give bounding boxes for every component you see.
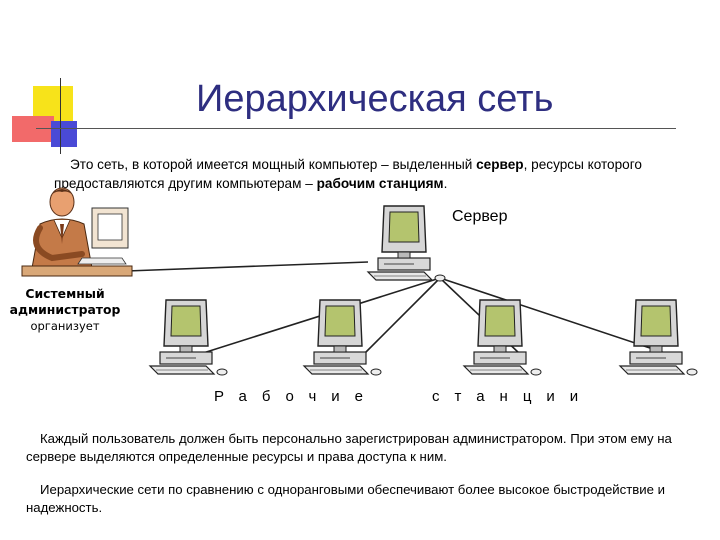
server-label: Сервер	[452, 208, 508, 225]
title-divider	[36, 128, 676, 129]
server-computer-icon	[367, 205, 446, 282]
admin-label: Системный администратор организует	[0, 286, 130, 334]
intro-part3: .	[443, 176, 448, 191]
paragraph-registration-text: Каждый пользователь должен быть персонал…	[26, 431, 672, 464]
deco-vertical-line	[60, 78, 61, 154]
workstation-computer-icon	[303, 299, 382, 376]
workstation-computer-icon	[619, 299, 698, 376]
deco-blue-square	[51, 121, 77, 147]
intro-server-bold: сервер	[476, 157, 524, 172]
intro-text: Это сеть, в которой имеется мощный компь…	[54, 155, 694, 193]
intro-workstations-bold: рабочим станциям	[316, 176, 444, 191]
slide-title: Иерархическая сеть	[196, 78, 554, 120]
paragraph-registration: Каждый пользователь должен быть персонал…	[26, 430, 706, 466]
workstations-label-word1: Рабочие	[214, 388, 378, 405]
admin-label-line2: администратор	[9, 302, 121, 317]
link-server-ws2	[363, 277, 441, 355]
admin-label-line1: Системный	[25, 286, 105, 301]
workstation-computer-icon	[149, 299, 228, 376]
admin-label-line3: организует	[30, 319, 100, 333]
deco-red-square	[12, 116, 54, 142]
intro-part2: , ресурсы которого предоставляются други…	[54, 157, 642, 191]
workstations-label-word2: станции	[432, 388, 594, 405]
link-server-ws4	[439, 277, 669, 355]
intro-part1: Это сеть, в которой имеется мощный компь…	[70, 157, 477, 172]
paragraph-performance-text: Иерархические сети по сравнению с однора…	[26, 482, 666, 515]
link-admin-server	[99, 261, 369, 273]
administrator-person-icon	[21, 187, 133, 277]
paragraph-performance: Иерархические сети по сравнению с однора…	[26, 481, 706, 517]
